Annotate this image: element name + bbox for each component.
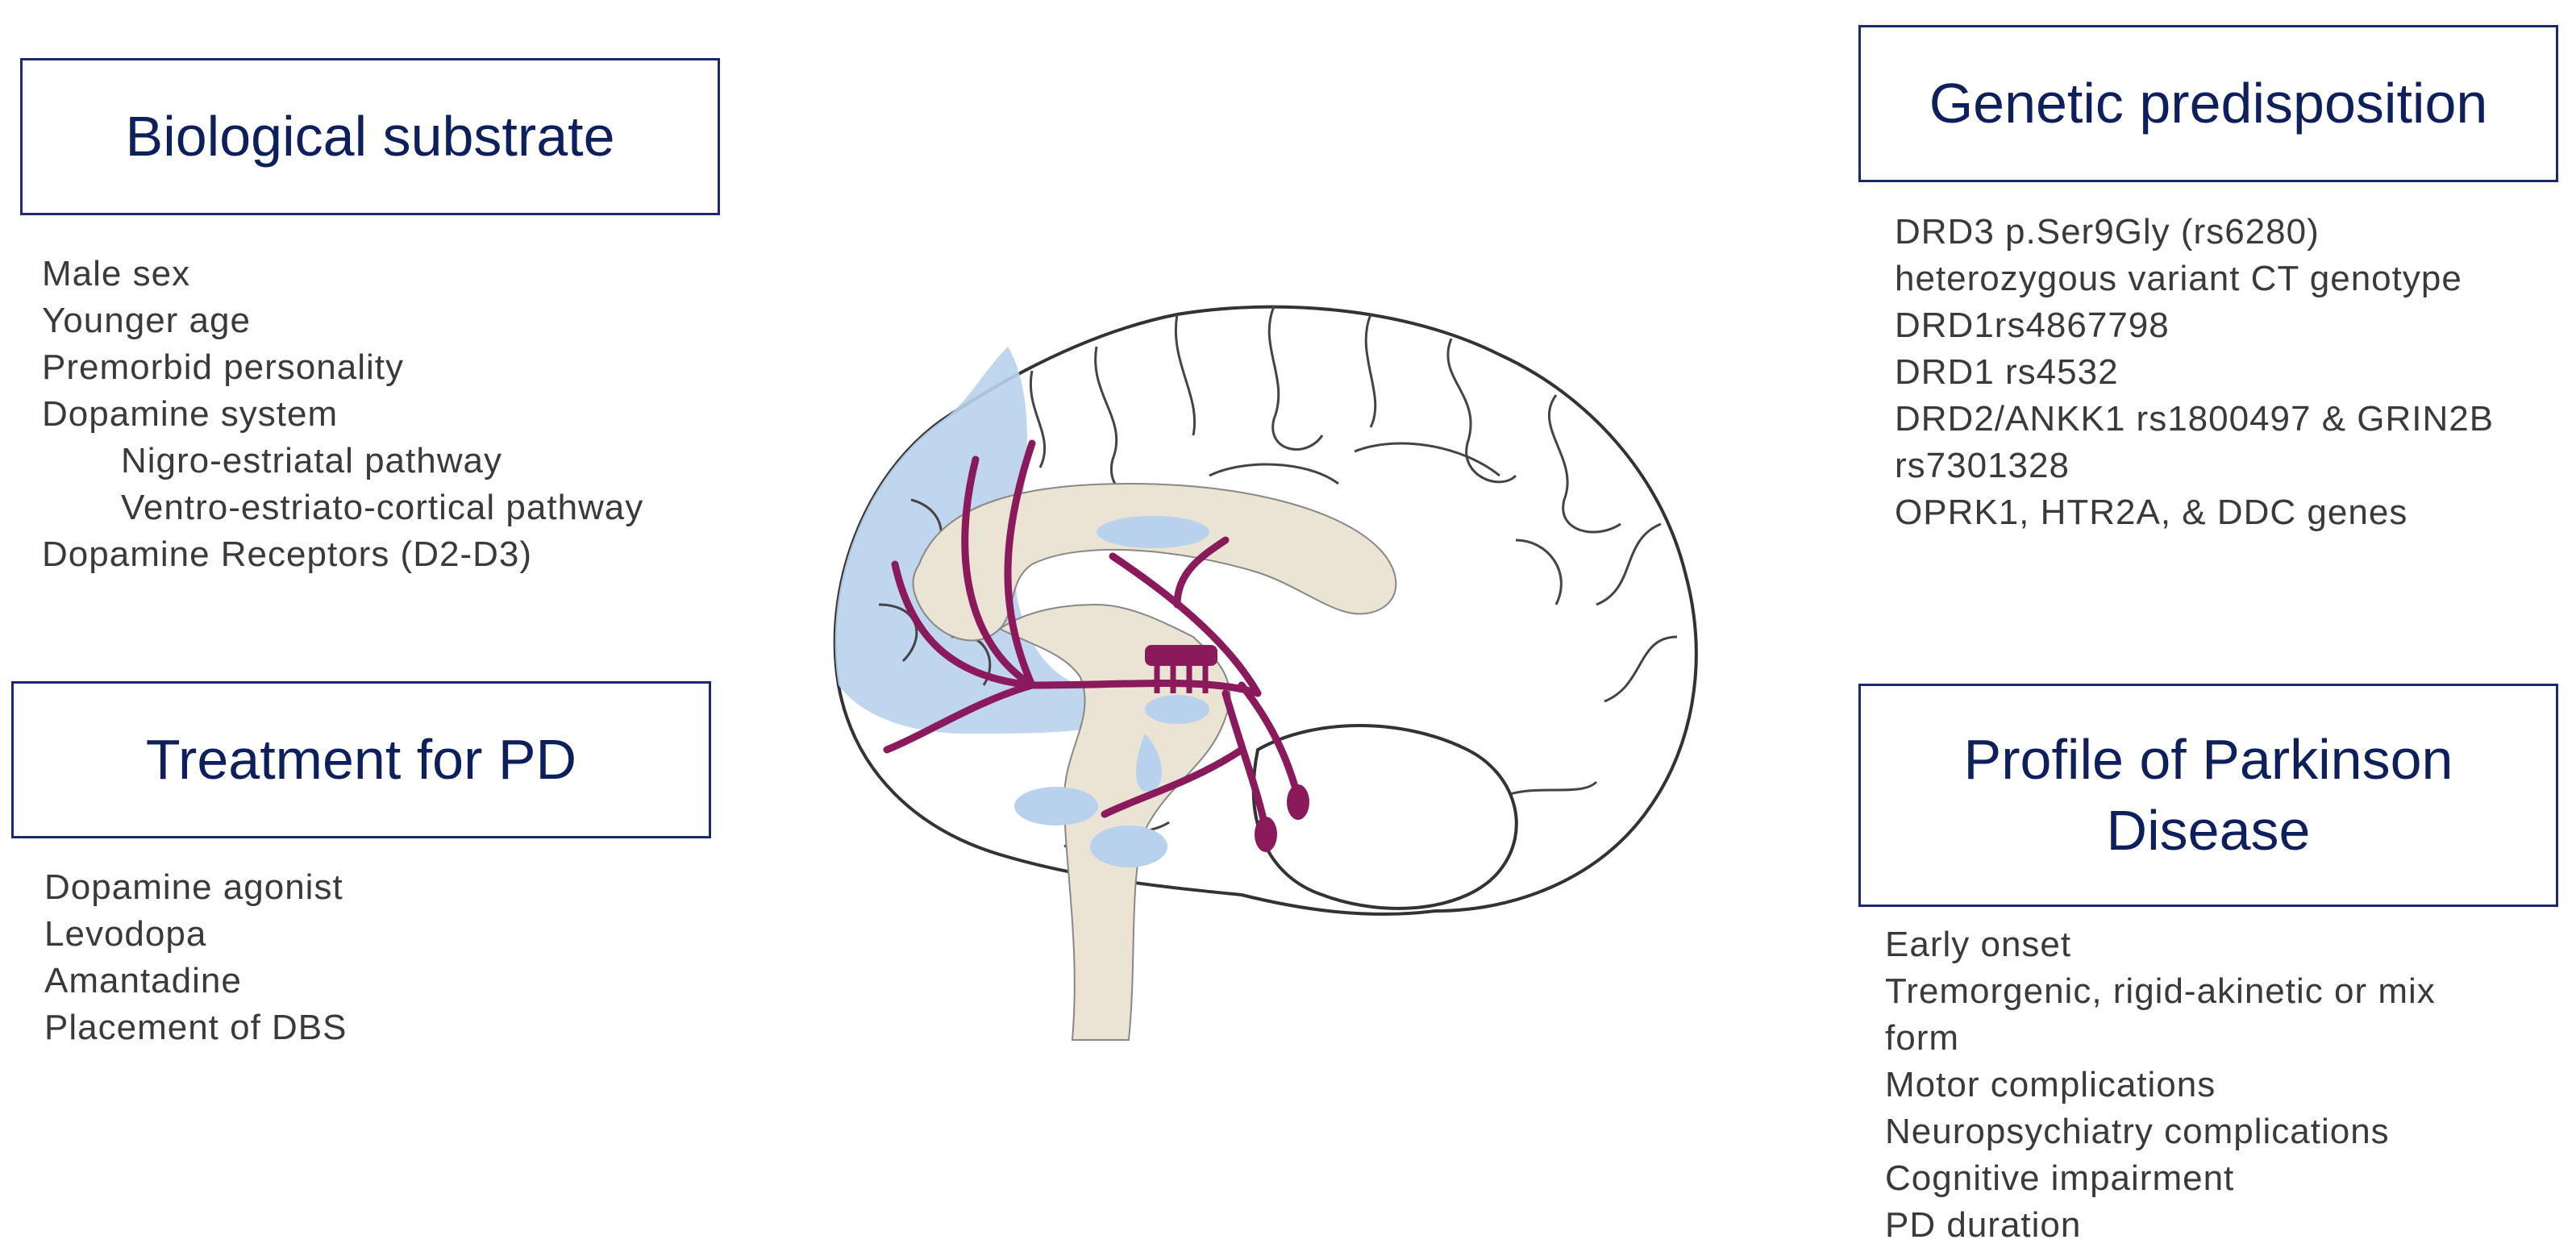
list-item: OPRK1, HTR2A, & DDC genes <box>1895 493 2408 532</box>
list-item: Dopamine system <box>42 394 339 434</box>
list-item: Premorbid personality <box>42 347 404 387</box>
list-item: Dopamine agonist <box>44 867 343 907</box>
treatment-title: Treatment for PD <box>145 727 577 791</box>
parkinson-profile-box: Profile of Parkinson Disease <box>1858 684 2558 907</box>
ventral-tegmental-node <box>1255 817 1277 852</box>
genetic-predisposition-list: DRD3 p.Ser9Gly (rs6280) heterozygous var… <box>1895 209 2494 536</box>
biological-substrate-list: Male sex Younger age Premorbid personali… <box>42 251 643 578</box>
genetic-predisposition-title: Genetic predisposition <box>1929 71 2488 135</box>
parkinson-profile-list: Early onset Tremorgenic, rigid-akinetic … <box>1885 921 2436 1249</box>
biological-substrate-box: Biological substrate <box>20 58 720 215</box>
list-item: PD duration <box>1885 1205 2082 1245</box>
list-item: DRD2/ANKK1 rs1800497 & GRIN2B <box>1895 399 2495 439</box>
list-item: Ventro-estriato-cortical pathway <box>121 488 644 527</box>
brain-sagittal-illustration <box>833 305 1698 1041</box>
list-item: Motor complications <box>1885 1065 2216 1104</box>
list-item: Early onset <box>1885 925 2072 964</box>
list-item: Tremorgenic, rigid-akinetic or mix <box>1885 971 2436 1011</box>
list-item: Levodopa <box>44 914 207 954</box>
list-item: DRD3 p.Ser9Gly (rs6280) <box>1895 212 2320 252</box>
list-item: Neuropsychiatry complications <box>1885 1112 2390 1151</box>
hippocampus-region <box>1090 826 1167 867</box>
list-item: rs7301328 <box>1895 446 2070 485</box>
treatment-list: Dopamine agonist Levodopa Amantadine Pla… <box>44 864 347 1051</box>
list-item: Nigro-estriatal pathway <box>121 441 502 480</box>
hypothalamus-region <box>1136 734 1162 792</box>
list-item: Dopamine Receptors (D2-D3) <box>42 534 532 574</box>
biological-substrate-title: Biological substrate <box>125 104 615 168</box>
list-item: DRD1rs4867798 <box>1895 306 2170 345</box>
genetic-predisposition-box: Genetic predisposition <box>1858 25 2558 182</box>
list-item: heterozygous variant CT genotype <box>1895 259 2462 298</box>
dopamine-pathways <box>883 439 1302 834</box>
list-item: Placement of DBS <box>44 1008 347 1047</box>
list-item: Amantadine <box>44 961 242 1000</box>
list-item: DRD1 rs4532 <box>1895 352 2119 392</box>
list-item: Younger age <box>42 301 251 340</box>
treatment-box: Treatment for PD <box>11 681 711 838</box>
parkinson-profile-title: Profile of Parkinson Disease <box>1963 728 2453 862</box>
pathway-terminals <box>1154 666 1209 693</box>
list-item: form <box>1885 1018 1959 1058</box>
cerebellum <box>1251 724 1518 910</box>
substantia-nigra-marker <box>1145 645 1217 666</box>
thalamus-region <box>1145 695 1209 724</box>
list-item: Male sex <box>42 254 191 293</box>
list-item: Cognitive impairment <box>1885 1158 2235 1198</box>
amygdala-region <box>1014 787 1098 826</box>
striatum-region <box>1097 516 1209 548</box>
midbrain-node <box>1287 784 1309 820</box>
